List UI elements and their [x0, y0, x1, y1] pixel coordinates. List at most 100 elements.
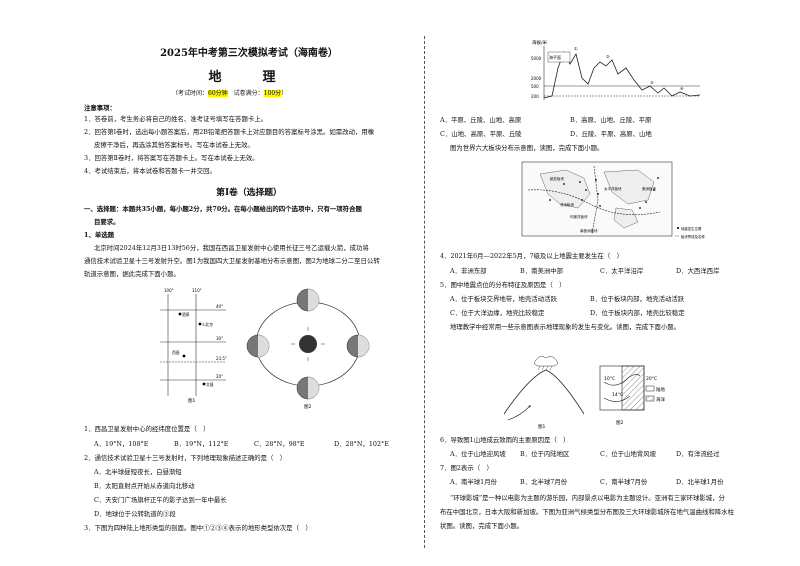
sun-icon: [299, 335, 317, 353]
passage-line: 北京时间2024年12月3日13时56分，我国在西昌卫星发射中心使用长征三号乙运…: [94, 244, 369, 252]
passage-line: “环球影城”是一种以电影为主题的游乐园，内部景点以电影为主题设计。亚洲有三家环球…: [450, 494, 725, 502]
weather-fig-intro: 地理教学中经常用一些示意图表示地理现象的发生与变化。读图，完成下面小题。: [450, 323, 681, 331]
note-item: 4．考试结束后，将本试卷和答题卡一并交回。: [84, 167, 216, 175]
plate-label: 非洲板块: [560, 202, 574, 207]
profile-label: ①: [574, 46, 578, 51]
q6-option-a[interactable]: A．位于山地迎风坡: [450, 450, 506, 458]
q2-option-a[interactable]: A．北半球昼短夜长，白昼渐短: [94, 468, 182, 476]
q4-option-c[interactable]: C．太平洋沿岸: [600, 267, 644, 275]
q2-option-c[interactable]: C．天安门广场旗杆正午的影子达到一年中最长: [94, 496, 227, 504]
plate-label: 南极洲板块: [580, 228, 598, 233]
lon-label: 100°: [164, 288, 174, 293]
plate-map-intro: 图为世界六大板块分布示意图，读图，完成下面小题。: [450, 144, 604, 152]
map-legend: 板块界线及名称: [681, 234, 705, 239]
column-divider: [424, 36, 425, 548]
note-item: 1．答卷前，考生务必将自己的姓名、准考证号填写在答题卡上。: [84, 115, 268, 123]
exam-title: 2025年中考第三次模拟考试（海南卷）: [160, 48, 338, 59]
q1-option-a[interactable]: A．19°N，108°E: [94, 440, 149, 448]
plate-label: 美洲板块: [642, 186, 656, 191]
question-1-stem: 1．西昌卫星发射中心的经纬度位置是（ ）: [84, 425, 210, 433]
site-marker: [202, 382, 206, 386]
question-7-stem: 7．图2表示（ ）: [440, 464, 493, 472]
q2-option-b[interactable]: B．太阳直射点开始从赤道向北移动: [94, 482, 195, 490]
q1-option-c[interactable]: C．28°N，98°E: [254, 440, 305, 448]
q7-option-d[interactable]: D．北半球1月份: [676, 478, 724, 486]
time-value: 60分钟: [208, 90, 228, 97]
lat-label: 30°: [216, 336, 223, 341]
passage-line: 通信技术试验卫星十三号发射升空。图1为我国四大卫星发射基地分布示意图，图2为地球…: [84, 257, 380, 265]
q5-option-d[interactable]: D．位于板块内部，地壳比较稳定: [590, 309, 685, 317]
lat-label: 23.5°: [216, 356, 227, 361]
fig2-orbit-diagram: 图2: [246, 288, 370, 409]
question-3-stem: 3．下图为四种陆上地形类型的剖面。图中①②③④表示的地形类型依次是（ ）: [84, 524, 312, 532]
q6-option-d[interactable]: D．有洋流经过: [676, 450, 720, 458]
section-instruction-2: 目要求。: [94, 218, 120, 226]
site-label: 酒泉: [182, 312, 190, 317]
part1-title: 第Ⅰ卷（选择题）: [216, 188, 282, 198]
note-item: 3．回答第Ⅱ卷时，将答案写在答题卡上。写在本试卷上无效。: [84, 154, 259, 162]
legend-ocean: 海洋: [656, 396, 665, 403]
q2-option-d[interactable]: D．地球位于公转轨道的③段: [94, 510, 176, 518]
question-5-stem: 5．图中地震点位的分布特征及原因是（ ）: [440, 281, 566, 289]
profile-label: ②: [606, 54, 610, 59]
fig1-launch-sites-map: 100° 110° 40° 30° 23.5° 20° ①北京 酒泉 西昌 文昌…: [160, 288, 227, 404]
temp-label: 14°C: [612, 392, 623, 398]
terrain-profile-diagram: 海拔/米 5000 2000 500 200 海平面 ① ② ③ ④: [531, 39, 701, 100]
q3-option-a[interactable]: A．平原、丘陵、山地、高原: [440, 116, 522, 124]
site-label: ①北京: [202, 322, 213, 327]
weather-fig1-caption: 图1: [538, 424, 545, 430]
fig1-caption: 图1: [188, 398, 195, 404]
lon-label: 110°: [192, 288, 202, 293]
note-item: 2．回答第Ⅰ卷时，选出每小题答案后，用2B铅笔把答题卡上对应题目的答案标号涂黑。…: [84, 128, 375, 136]
profile-tick: 5000: [531, 56, 542, 61]
profile-tick: 200: [531, 94, 539, 99]
q6-option-c[interactable]: C．位于山地背风坡: [600, 450, 657, 458]
plate-label: 印度洋板块: [570, 214, 588, 219]
plate-distribution-map: 欧亚板块 太平洋板块 美洲板块 非洲板块 印度洋板块 南极洲板块 地震发生位置 …: [521, 161, 705, 239]
site-label: 西昌: [172, 350, 180, 355]
q4-option-a[interactable]: A．非洲东部: [450, 267, 487, 275]
profile-label: ③: [650, 80, 654, 85]
passage-line: 状图。读图，完成下面小题。: [440, 522, 524, 530]
legend-land: 陆地: [656, 386, 665, 393]
profile-y-label: 海拔/米: [532, 39, 548, 46]
score-value: 100分: [263, 90, 282, 97]
profile-label: 海平面: [549, 54, 561, 60]
temp-label: 20°C: [646, 376, 657, 382]
q1-option-d[interactable]: D．28°N，102°E: [334, 440, 389, 448]
exam-info: （考试时间：60分钟 试卷满分：100分）: [172, 90, 288, 97]
q5-option-a[interactable]: A．位于板块交界地带，地壳活动活跃: [450, 295, 557, 303]
mountain-rain-diagram: 图1 10°C 14°C 20°C 陆地 海洋 图2: [503, 356, 665, 430]
weather-fig2-caption: 图2: [616, 420, 623, 426]
q7-option-c[interactable]: C．南半球7月份: [600, 478, 648, 486]
q3-option-d[interactable]: D．丘陵、平原、高原、山地: [570, 130, 652, 138]
q5-option-b[interactable]: B．位于板块内部，地壳活动活跃: [590, 295, 685, 303]
site-marker: [182, 354, 186, 358]
q1-option-b[interactable]: B．19°N，112°E: [174, 440, 229, 448]
passage-line: 轨道示意图，据此完成下面小题。: [84, 270, 180, 278]
notes-heading: 注意事项：: [84, 104, 116, 112]
q4-option-b[interactable]: B．南美洲中部: [520, 267, 564, 275]
q7-option-b[interactable]: B．北半球7月份: [520, 478, 568, 486]
note-item: 皮擦干净后，再选涂其他答案标号。写在本试卷上无效。: [94, 141, 254, 149]
q4-option-d[interactable]: D．大西洋西岸: [676, 267, 720, 275]
map-legend: 地震发生位置: [681, 226, 702, 231]
question-4-stem: 4．2021年6月—2022年5月，7级及以上地震主要发生在（ ）: [440, 252, 623, 260]
profile-tick: 500: [531, 84, 539, 89]
single-choice-heading: 1、单选题: [84, 231, 115, 239]
question-2-stem: 2．通信技术试验卫星十三号发射时，下列地理现象描述正确的是（ ）: [84, 454, 287, 462]
q5-option-c[interactable]: C．位于大洋边缘，地壳比较稳定: [450, 309, 545, 317]
plate-label: 欧亚板块: [550, 176, 564, 181]
q3-option-b[interactable]: B．高原、山地、丘陵、平原: [570, 116, 652, 124]
q6-option-b[interactable]: B．位于内陆地区: [520, 450, 570, 458]
q3-option-c[interactable]: C．山地、高原、平原、丘陵: [440, 130, 522, 138]
cloud-icon: [534, 356, 558, 367]
passage-line: 布在中国北京，日本大阪和新加坡。下图为亚洲气候类型分布图及三大环球影城所在地气温…: [440, 508, 734, 516]
question-6-stem: 6．导致图1山地成云致雨的主要原因是（ ）: [440, 436, 570, 444]
profile-tick: 2000: [531, 76, 542, 81]
lat-label: 20°: [216, 374, 223, 379]
site-marker: [198, 322, 202, 326]
section-instruction: 一、选择题：本题共35小题，每小题2分，共70分。在每小题给出的四个选项中，只有…: [84, 205, 362, 213]
q7-option-a[interactable]: A．南半球1月份: [450, 478, 498, 486]
